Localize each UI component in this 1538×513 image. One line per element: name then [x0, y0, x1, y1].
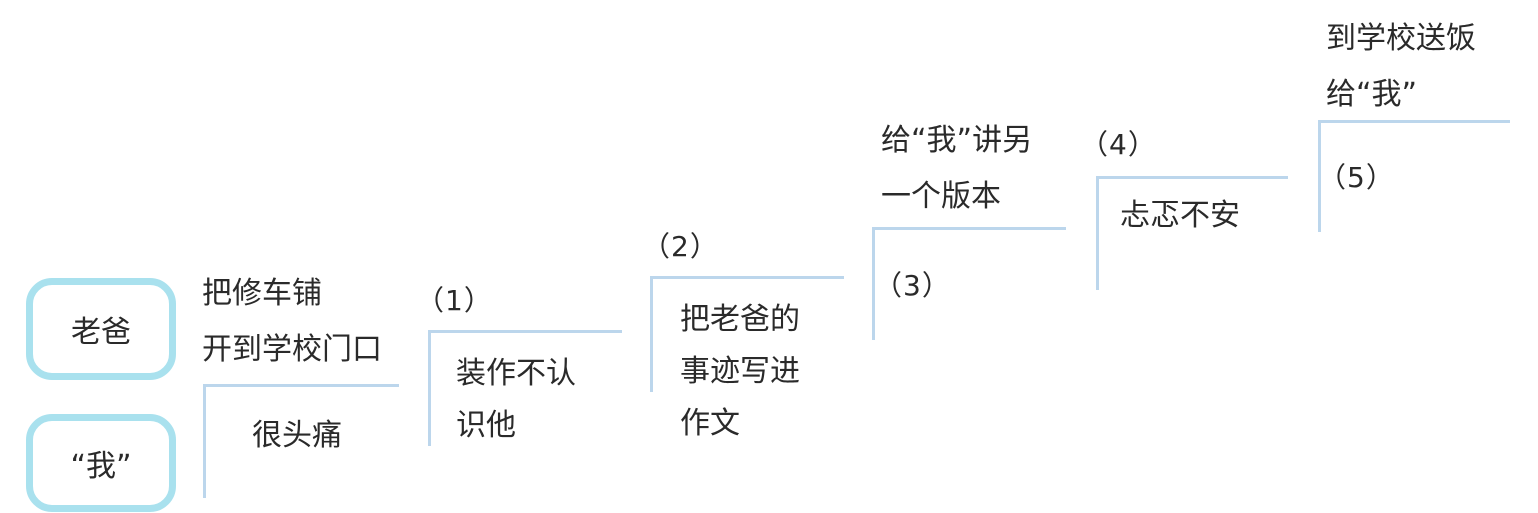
step-2-blank-label: （1） [416, 284, 493, 317]
step-5-me-text: 忐忑不安 [1120, 190, 1240, 242]
step-1-me-text: 很头痛 [252, 410, 342, 462]
step-1-dad-line-1: 把修车铺 [202, 276, 322, 311]
step-6-blank-label: （5） [1318, 161, 1395, 194]
step-6-dad-line-1: 到学校送饭 [1326, 21, 1476, 56]
step-3-me-line-3: 作文 [680, 406, 740, 441]
step-1-me-line-1: 很头痛 [252, 418, 342, 453]
step-3-blank-label: （2） [642, 230, 719, 263]
step-5-bracket [1096, 176, 1288, 290]
step-4-dad-text: 给“我”讲另 一个版本 [881, 113, 1032, 225]
step-5-blank-label: （4） [1080, 128, 1157, 161]
step-4-dad-line-2: 一个版本 [881, 179, 1001, 214]
step-5-me-line-1: 忐忑不安 [1120, 198, 1240, 233]
step-3-me-line-2: 事迹写进 [680, 354, 800, 389]
role-label-me: “我” [70, 449, 132, 484]
step-4-blank-label: （3） [874, 269, 951, 302]
step-1-dad-text: 把修车铺 开到学校门口 [202, 266, 382, 378]
step-6-bracket [1318, 120, 1510, 232]
role-label-dad: 老爸 [71, 315, 131, 350]
role-box-dad: 老爸 [26, 278, 176, 380]
step-6-dad-line-2: 给“我” [1326, 77, 1418, 112]
role-box-me: “我” [26, 414, 176, 512]
step-4-dad-line-1: 给“我”讲另 [881, 123, 1033, 158]
step-2-bracket [428, 330, 622, 446]
step-1-bracket [203, 384, 399, 498]
step-2-me-line-1: 装作不认 [456, 356, 576, 391]
step-2-me-text: 装作不认 识他 [456, 348, 576, 452]
step-3-bracket [650, 276, 844, 392]
step-1-dad-line-2: 开到学校门口 [202, 332, 382, 367]
step-4-bracket [872, 227, 1066, 340]
step-2-me-line-2: 识他 [456, 408, 516, 443]
step-3-me-text: 把老爸的 事迹写进 作文 [680, 294, 800, 450]
step-6-dad-text: 到学校送饭 给“我” [1326, 11, 1476, 123]
step-3-me-line-1: 把老爸的 [680, 302, 800, 337]
